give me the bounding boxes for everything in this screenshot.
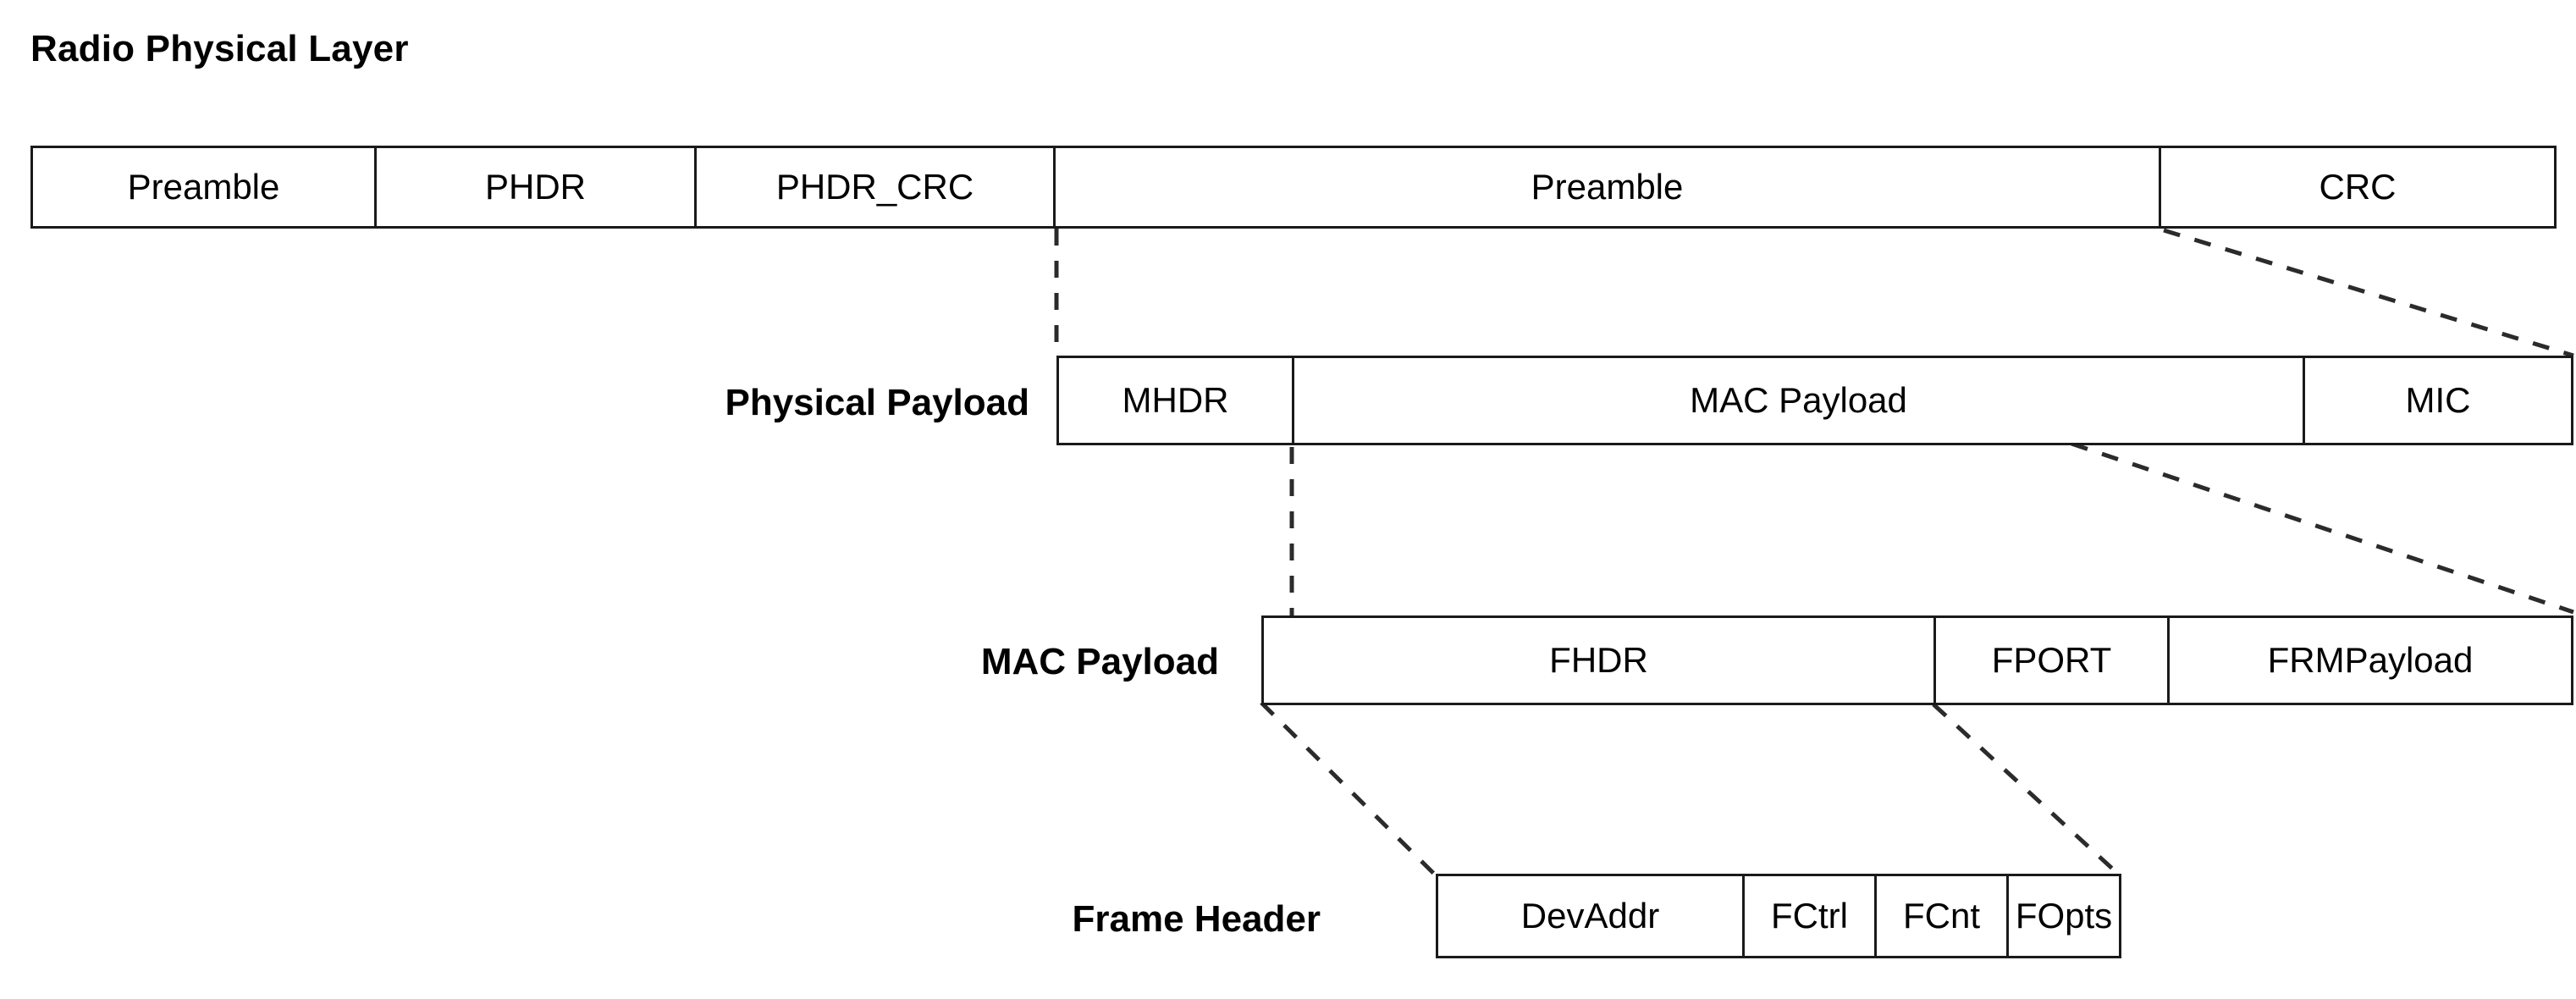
connector-fhdr-to-frame-header-left [1260, 701, 1437, 877]
row-radio-physical-layer: Preamble PHDR PHDR_CRC Preamble CRC [30, 146, 2557, 229]
page-title: Radio Physical Layer [30, 28, 409, 69]
cell-preamble-1[interactable]: Preamble [33, 148, 377, 226]
row-label-physical-payload: Physical Payload [725, 382, 1029, 423]
connector-crc-to-mic-right [2163, 228, 2574, 358]
cell-phdr-crc[interactable]: PHDR_CRC [697, 148, 1056, 226]
cell-mac-payload[interactable]: MAC Payload [1294, 358, 2305, 443]
cell-fopts[interactable]: FOpts [2009, 876, 2119, 956]
row-label-mac-payload: MAC Payload [980, 641, 1219, 682]
cell-phdr[interactable]: PHDR [377, 148, 697, 226]
cell-fhdr[interactable]: FHDR [1264, 618, 1936, 703]
row-physical-payload: MHDR MAC Payload MIC [1056, 356, 2573, 445]
cell-fport[interactable]: FPORT [1936, 618, 2170, 703]
cell-frmpayload[interactable]: FRMPayload [2170, 618, 2571, 703]
row-label-frame-header: Frame Header [1072, 898, 1321, 940]
cell-crc[interactable]: CRC [2161, 148, 2554, 226]
row-frame-header: DevAddr FCtrl FCnt FOpts [1436, 874, 2121, 958]
connector-mic-to-frmpayload-right [2071, 441, 2574, 615]
cell-mhdr[interactable]: MHDR [1059, 358, 1294, 443]
connector-fport-to-fopts-right [1932, 703, 2121, 877]
cell-fcnt[interactable]: FCnt [1877, 876, 2009, 956]
cell-devaddr[interactable]: DevAddr [1438, 876, 1745, 956]
cell-mic[interactable]: MIC [2305, 358, 2571, 443]
cell-preamble-2[interactable]: Preamble [1056, 148, 2161, 226]
row-mac-payload: FHDR FPORT FRMPayload [1261, 615, 2573, 705]
cell-fctrl[interactable]: FCtrl [1745, 876, 1877, 956]
